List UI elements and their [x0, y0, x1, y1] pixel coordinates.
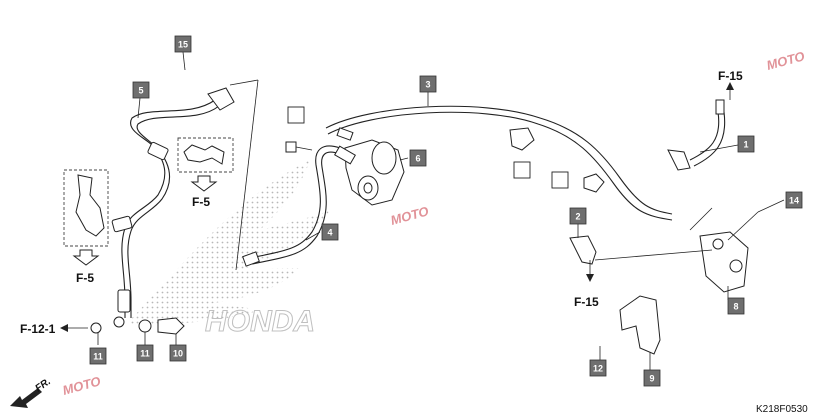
callout-3: 3 [419, 75, 437, 93]
callout-6: 6 [409, 149, 427, 167]
ref-f5-left: F-5 [76, 271, 94, 285]
banjo-bolt-assembly [90, 317, 185, 335]
brand-watermark: HONDA [205, 305, 315, 338]
svg-text:10: 10 [173, 349, 183, 359]
down-arrow-icon [72, 249, 100, 266]
svg-text:2: 2 [575, 212, 580, 222]
leader-lines [97, 51, 785, 370]
callout-10: 10 [169, 344, 187, 362]
arrow-icon [60, 324, 68, 332]
svg-text:MOTO: MOTO [765, 48, 806, 73]
down-arrow-icon [190, 175, 218, 192]
ref-f15-top: F-15 [718, 69, 743, 83]
svg-text:14: 14 [789, 196, 799, 206]
pipe-clip-2 [583, 173, 605, 193]
svg-text:12: 12 [593, 364, 603, 374]
callout-12: 12 [589, 359, 607, 377]
callout-14: 14 [785, 191, 803, 209]
blank-callout [513, 161, 531, 179]
ref-f15-bottom: F-15 [574, 295, 599, 309]
callout-11: 11 [89, 347, 107, 365]
svg-text:11: 11 [140, 349, 150, 359]
svg-text:MOTO: MOTO [389, 203, 430, 228]
three-way-joint [699, 211, 759, 293]
callout-5: 5 [132, 81, 150, 99]
diagram-code: K218F0530 [756, 404, 808, 415]
brake-fitting [569, 235, 597, 265]
callout-1: 1 [737, 135, 755, 153]
svg-text:15: 15 [178, 40, 188, 50]
callout-9: 9 [643, 369, 661, 387]
svg-text:MOTO: MOTO [61, 373, 102, 398]
svg-text:4: 4 [327, 228, 332, 238]
callout-15: 15 [174, 35, 192, 53]
blank-callout [287, 106, 305, 124]
callout-2: 2 [569, 207, 587, 225]
callout-4: 4 [321, 223, 339, 241]
callout-8: 8 [727, 297, 745, 315]
front-direction-indicator: FR. [10, 376, 53, 408]
clamp-detail-box-2 [63, 169, 109, 247]
arrow-icon [586, 274, 594, 282]
callout-11: 11 [136, 344, 154, 362]
mounting-bracket [619, 295, 661, 355]
abs-modulator [334, 127, 405, 206]
ref-f12-1: F-12-1 [20, 322, 56, 336]
pipe-clip [509, 127, 535, 151]
svg-text:9: 9 [649, 374, 654, 384]
ref-f5-center: F-5 [192, 195, 210, 209]
hose-clamp [183, 144, 225, 165]
right-brake-hose [667, 99, 726, 171]
clamp-detail-box [177, 137, 234, 173]
direction-arrow-icon [10, 388, 42, 408]
svg-text:6: 6 [415, 154, 420, 164]
svg-text:5: 5 [138, 86, 143, 96]
svg-text:1: 1 [743, 140, 748, 150]
hose-bracket [75, 174, 105, 237]
svg-text:3: 3 [425, 80, 430, 90]
svg-text:8: 8 [733, 302, 738, 312]
middle-brake-hose [249, 145, 341, 259]
blank-callout [551, 171, 569, 189]
svg-text:11: 11 [93, 352, 103, 362]
upper-brake-pipe [325, 105, 673, 215]
honda-wing-watermark: HONDA [130, 160, 330, 339]
bolt [285, 141, 313, 153]
left-brake-hose [111, 87, 235, 328]
